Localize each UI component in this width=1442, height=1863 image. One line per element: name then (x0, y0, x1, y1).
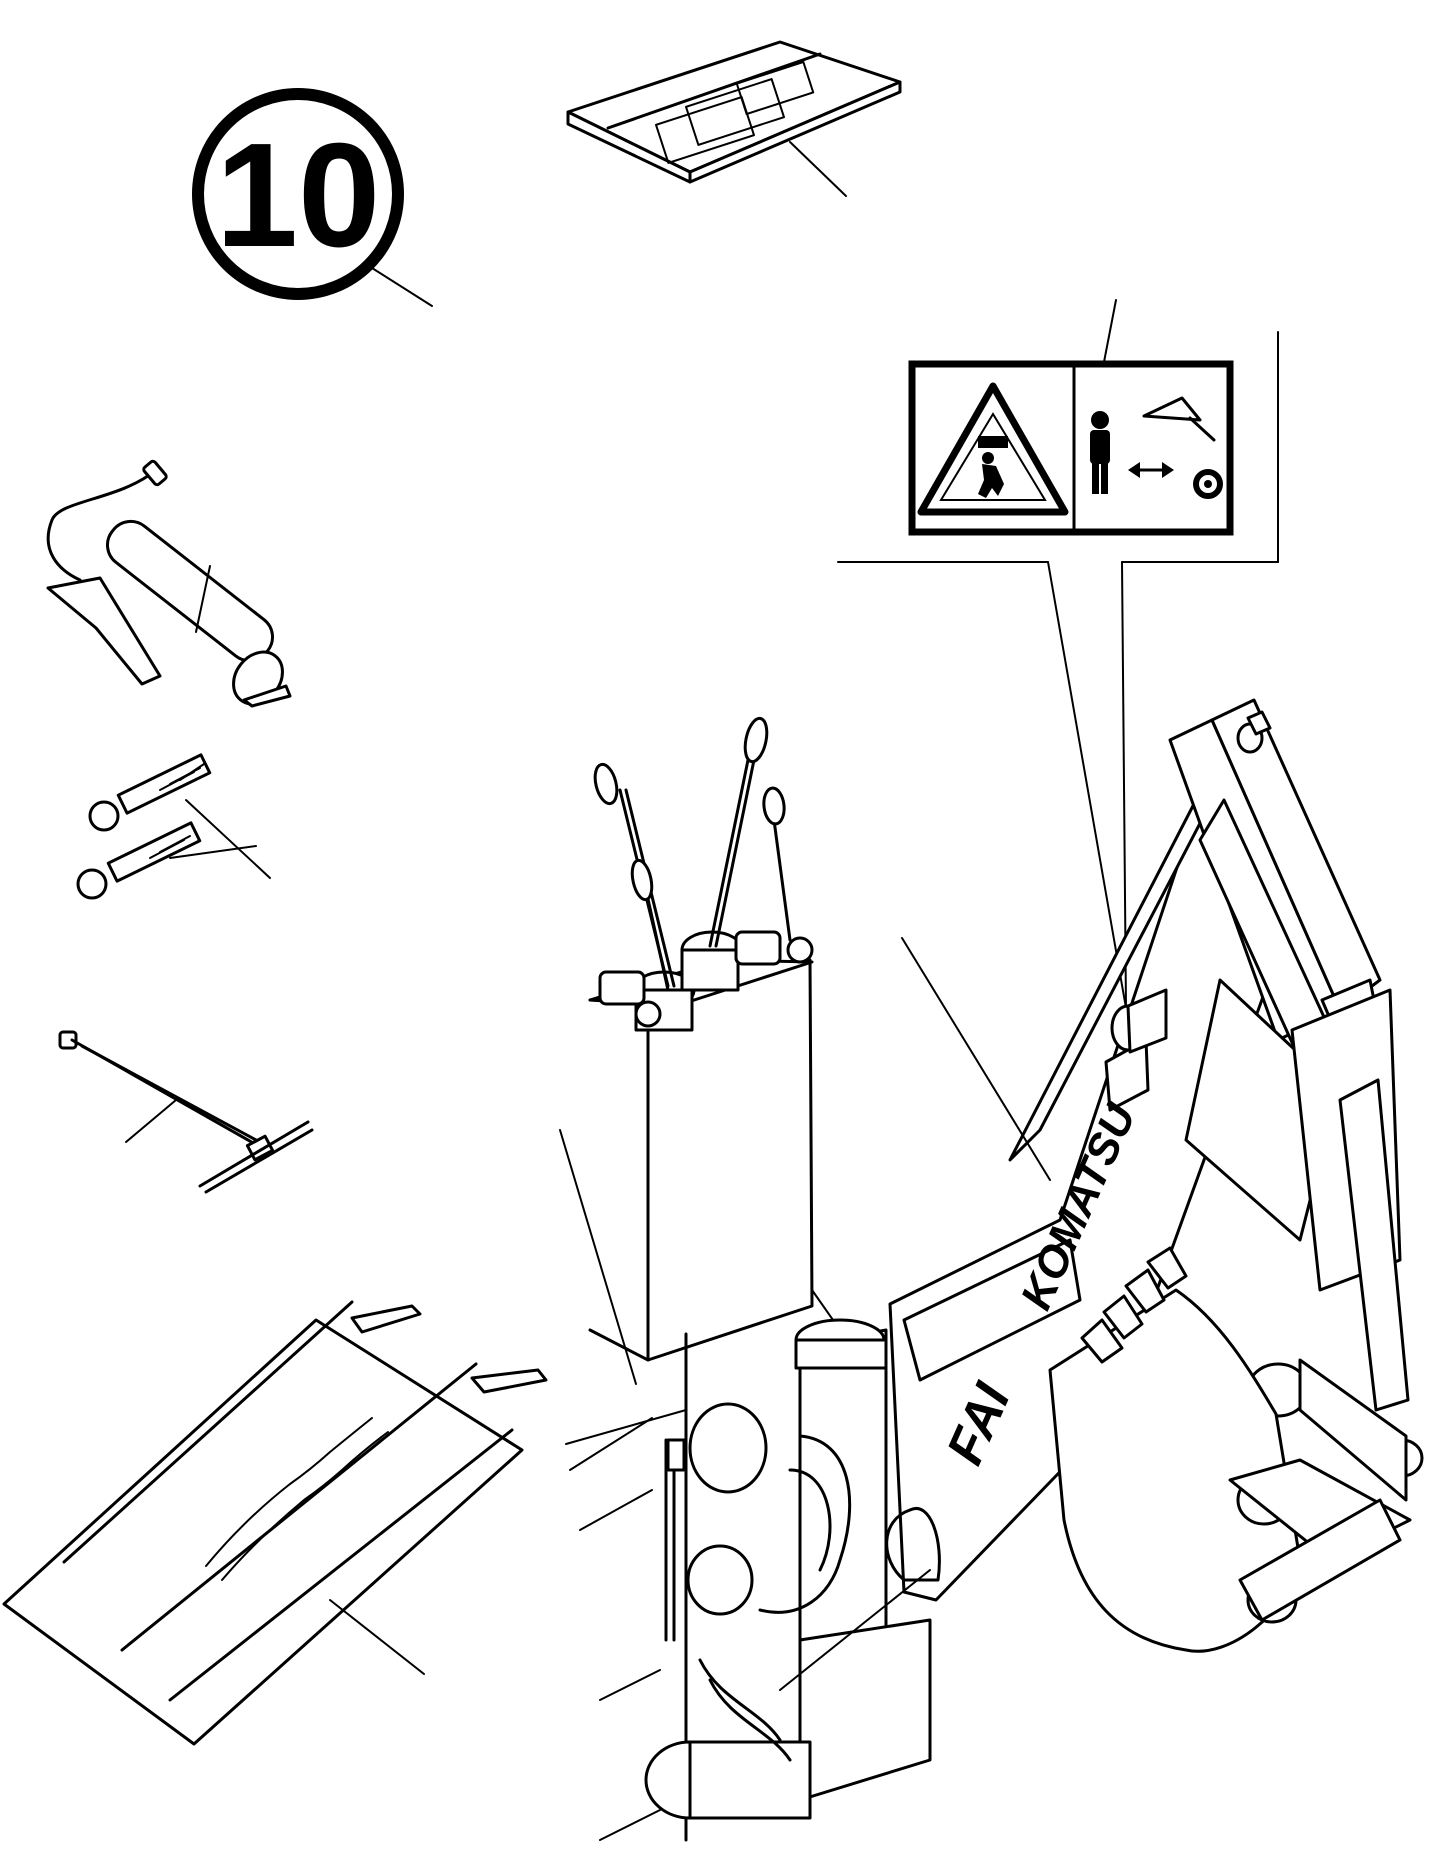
crush-hazard-warning-icon (917, 382, 1069, 516)
leader-line-grease-gun (195, 565, 211, 633)
leader-line-boom (901, 937, 1051, 1181)
item-number-text: 10 (216, 113, 381, 278)
tool-bag (2, 1300, 548, 1746)
operation-manual-book (566, 40, 902, 197)
t-handle-wrench (58, 1030, 314, 1194)
keep-distance-icon (1090, 396, 1223, 499)
leader-line-badge (371, 267, 433, 307)
leader-line-tool-bag (329, 1599, 425, 1675)
control-valve-assembly (559, 716, 841, 1385)
grease-gun (46, 459, 292, 708)
safety-warning-decal (908, 299, 1234, 536)
bolts (76, 753, 271, 900)
leader-line-bolts (185, 799, 271, 879)
item-number-badge: 10 (192, 88, 433, 307)
leader-line-wrench (125, 1099, 177, 1143)
backhoe-attachment: KOMATSU FAI (565, 698, 1424, 1842)
leader-line-manual (789, 141, 847, 197)
